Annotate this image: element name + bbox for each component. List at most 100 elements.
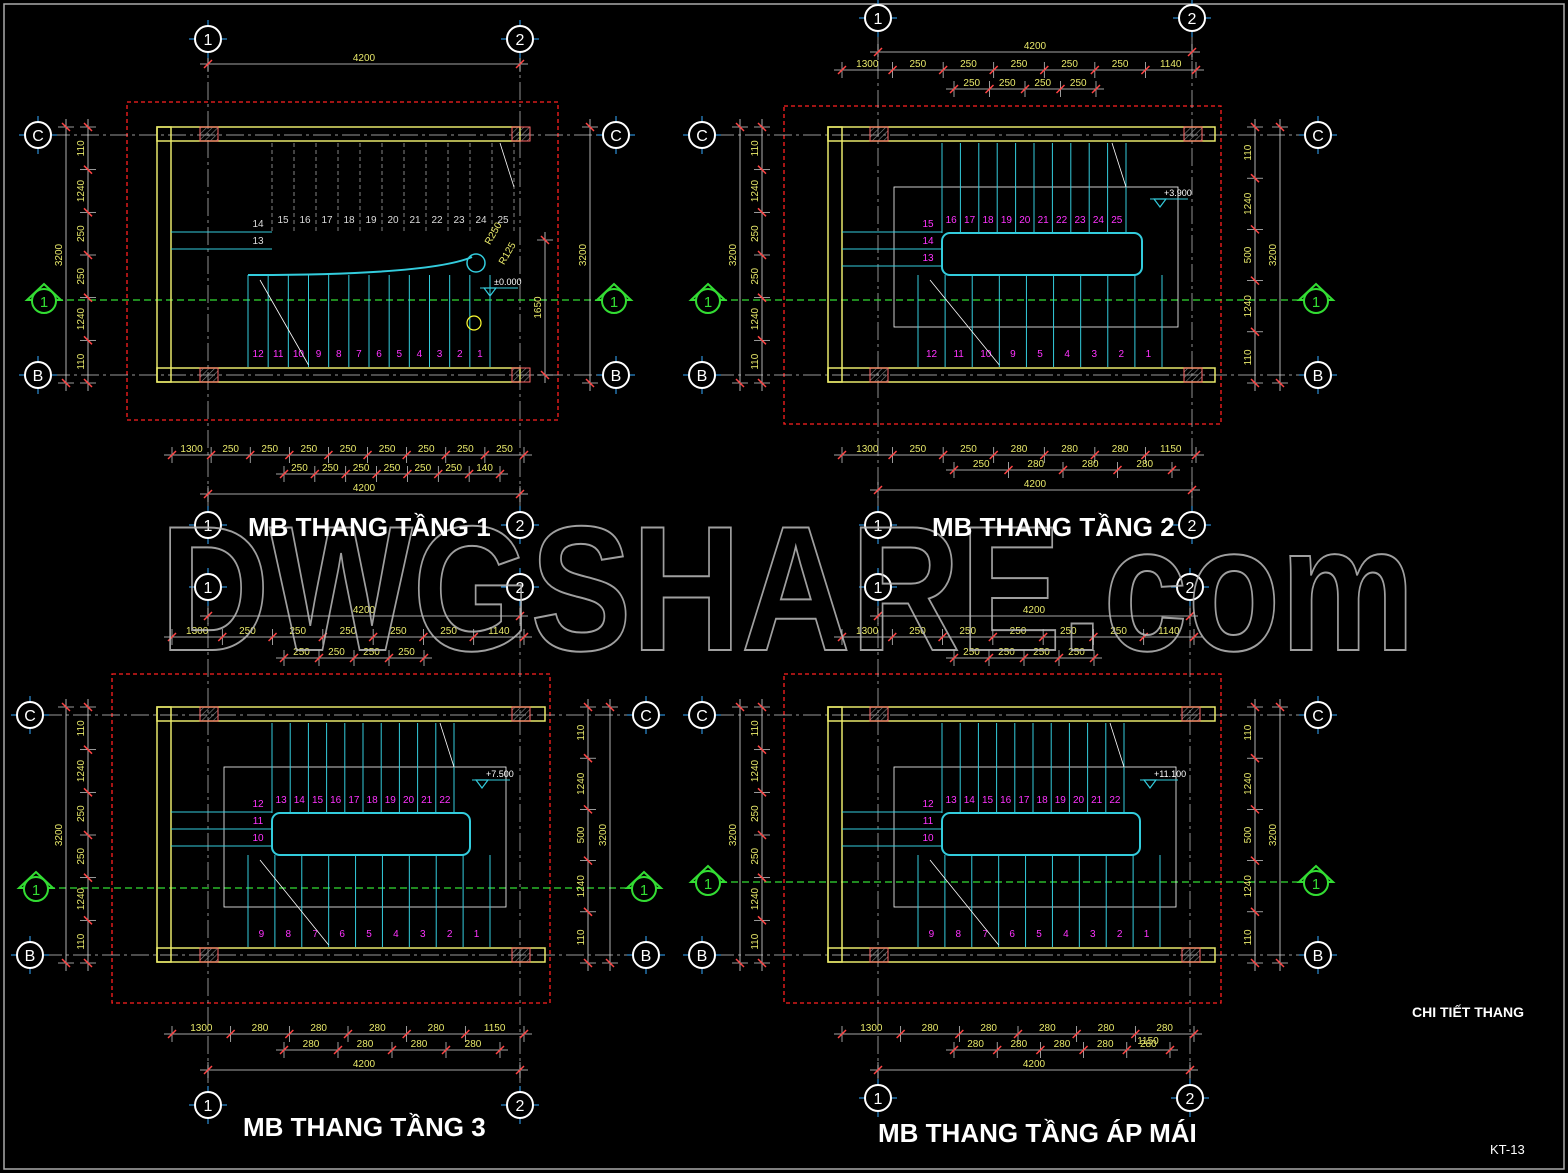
step-number-side: 14 <box>922 236 934 247</box>
step-number-upper: 13 <box>276 795 288 806</box>
level-mark <box>474 779 490 789</box>
walk-line <box>499 142 515 188</box>
step-number-upper: 16 <box>1000 795 1012 806</box>
step-number-upper: 25 <box>497 215 509 226</box>
dim-tick <box>1090 65 1100 75</box>
dim-tick <box>896 1029 906 1039</box>
column <box>511 947 531 963</box>
bottom-dim: 280 <box>1010 1039 1027 1050</box>
dim-tick <box>837 65 847 75</box>
dim-tick <box>1039 450 1049 460</box>
dim-tick <box>1090 450 1100 460</box>
dim-tick <box>83 702 93 712</box>
step-number-upper: 19 <box>365 215 377 226</box>
dim-tick <box>83 122 93 132</box>
top-dim: 250 <box>1060 626 1077 637</box>
dim-tick <box>757 122 767 132</box>
section-mark <box>23 876 49 902</box>
top-dim: 250 <box>963 78 980 89</box>
step-number-lower: 1 <box>474 929 480 940</box>
dim-tick <box>515 611 525 621</box>
dim-tick <box>433 469 443 479</box>
right-dim: 1240 <box>1243 772 1254 795</box>
bottom-dim: 280 <box>1061 444 1078 455</box>
column <box>1183 367 1203 383</box>
step-number-upper: 19 <box>1001 215 1013 226</box>
column <box>511 126 531 142</box>
walk-line <box>1109 722 1125 768</box>
left-dim: 250 <box>750 848 761 865</box>
dim-tick <box>1275 122 1285 132</box>
landing-outline <box>893 186 1179 328</box>
step-number-side: 13 <box>922 253 934 264</box>
grid-bubble <box>864 511 892 539</box>
level-value: +11.100 <box>1154 769 1186 779</box>
grid-bubble <box>632 941 660 969</box>
dim-tick <box>1250 753 1260 763</box>
dim-tick <box>992 1045 1002 1055</box>
left-dim: 110 <box>76 933 87 949</box>
left-dim: 1240 <box>750 307 761 330</box>
step-number-lower: 2 <box>457 349 463 360</box>
step-number-lower: 7 <box>312 929 318 940</box>
dim-tick <box>837 632 847 642</box>
grid-bubble <box>688 701 716 729</box>
left-overall-dim: 3200 <box>54 243 65 266</box>
bottom-dim: 1300 <box>190 1023 213 1034</box>
dim-tick <box>341 469 351 479</box>
dim-tick <box>988 632 998 642</box>
bottom-dim: 280 <box>1054 1039 1071 1050</box>
dim-tick <box>1072 1029 1082 1039</box>
top-dim: 250 <box>1110 626 1127 637</box>
bottom-dim: 1150 <box>1160 444 1182 455</box>
dim-tick <box>1054 653 1064 663</box>
dim-tick <box>279 1045 289 1055</box>
dim-tick <box>418 632 428 642</box>
watermark: DWGSHARE.com <box>159 500 1416 670</box>
dim-tick <box>583 907 593 917</box>
section-mark-label: 1 <box>640 882 648 899</box>
grid-bubble-c-right: C <box>1312 128 1324 145</box>
left-overall-dim: 3200 <box>728 243 739 266</box>
dim-tick <box>1019 653 1029 663</box>
bottom-dim: 280 <box>1136 459 1153 470</box>
dim-tick <box>1275 378 1285 388</box>
dim-tick <box>349 653 359 663</box>
wall-left <box>827 706 843 963</box>
left-dim: 1240 <box>750 179 761 202</box>
dim-tick <box>83 958 93 968</box>
dim-tick <box>540 235 550 245</box>
step-number-upper: 23 <box>1074 215 1086 226</box>
dim-tick <box>314 653 324 663</box>
dim-tick <box>83 873 93 883</box>
dim-tick <box>605 958 615 968</box>
grid-bubble <box>864 1084 892 1112</box>
dim-tick <box>515 59 525 69</box>
step-number-side: 12 <box>922 799 934 810</box>
dim-tick <box>1058 465 1068 475</box>
dim-tick <box>1187 47 1197 57</box>
top-dim: 1140 <box>1158 626 1180 637</box>
top-dim: 250 <box>398 647 415 658</box>
right-dim: 1240 <box>576 875 587 898</box>
grid-bubble-b-right: B <box>641 948 652 965</box>
dim-tick <box>1122 1045 1132 1055</box>
step-number-lower: 1 <box>1146 349 1152 360</box>
right-overall-dim: 3200 <box>578 243 589 266</box>
dim-tick <box>1250 122 1260 132</box>
right-dim: 110 <box>1243 349 1254 365</box>
grid-bubble-c-left: C <box>696 128 708 145</box>
step-number-lower: 4 <box>1064 349 1070 360</box>
grid-bubble-b-right: B <box>611 368 622 385</box>
grid-bubble <box>16 941 44 969</box>
dim-tick <box>1250 276 1260 286</box>
grid-bubble <box>1176 573 1204 601</box>
grid-bubble <box>24 121 52 149</box>
step-number-lower: 3 <box>437 349 443 360</box>
section-mark <box>31 288 57 314</box>
dim-tick <box>984 653 994 663</box>
column <box>199 947 219 963</box>
dim-tick <box>402 469 412 479</box>
dim-tick <box>217 632 227 642</box>
step-number-upper: 24 <box>1093 215 1105 226</box>
